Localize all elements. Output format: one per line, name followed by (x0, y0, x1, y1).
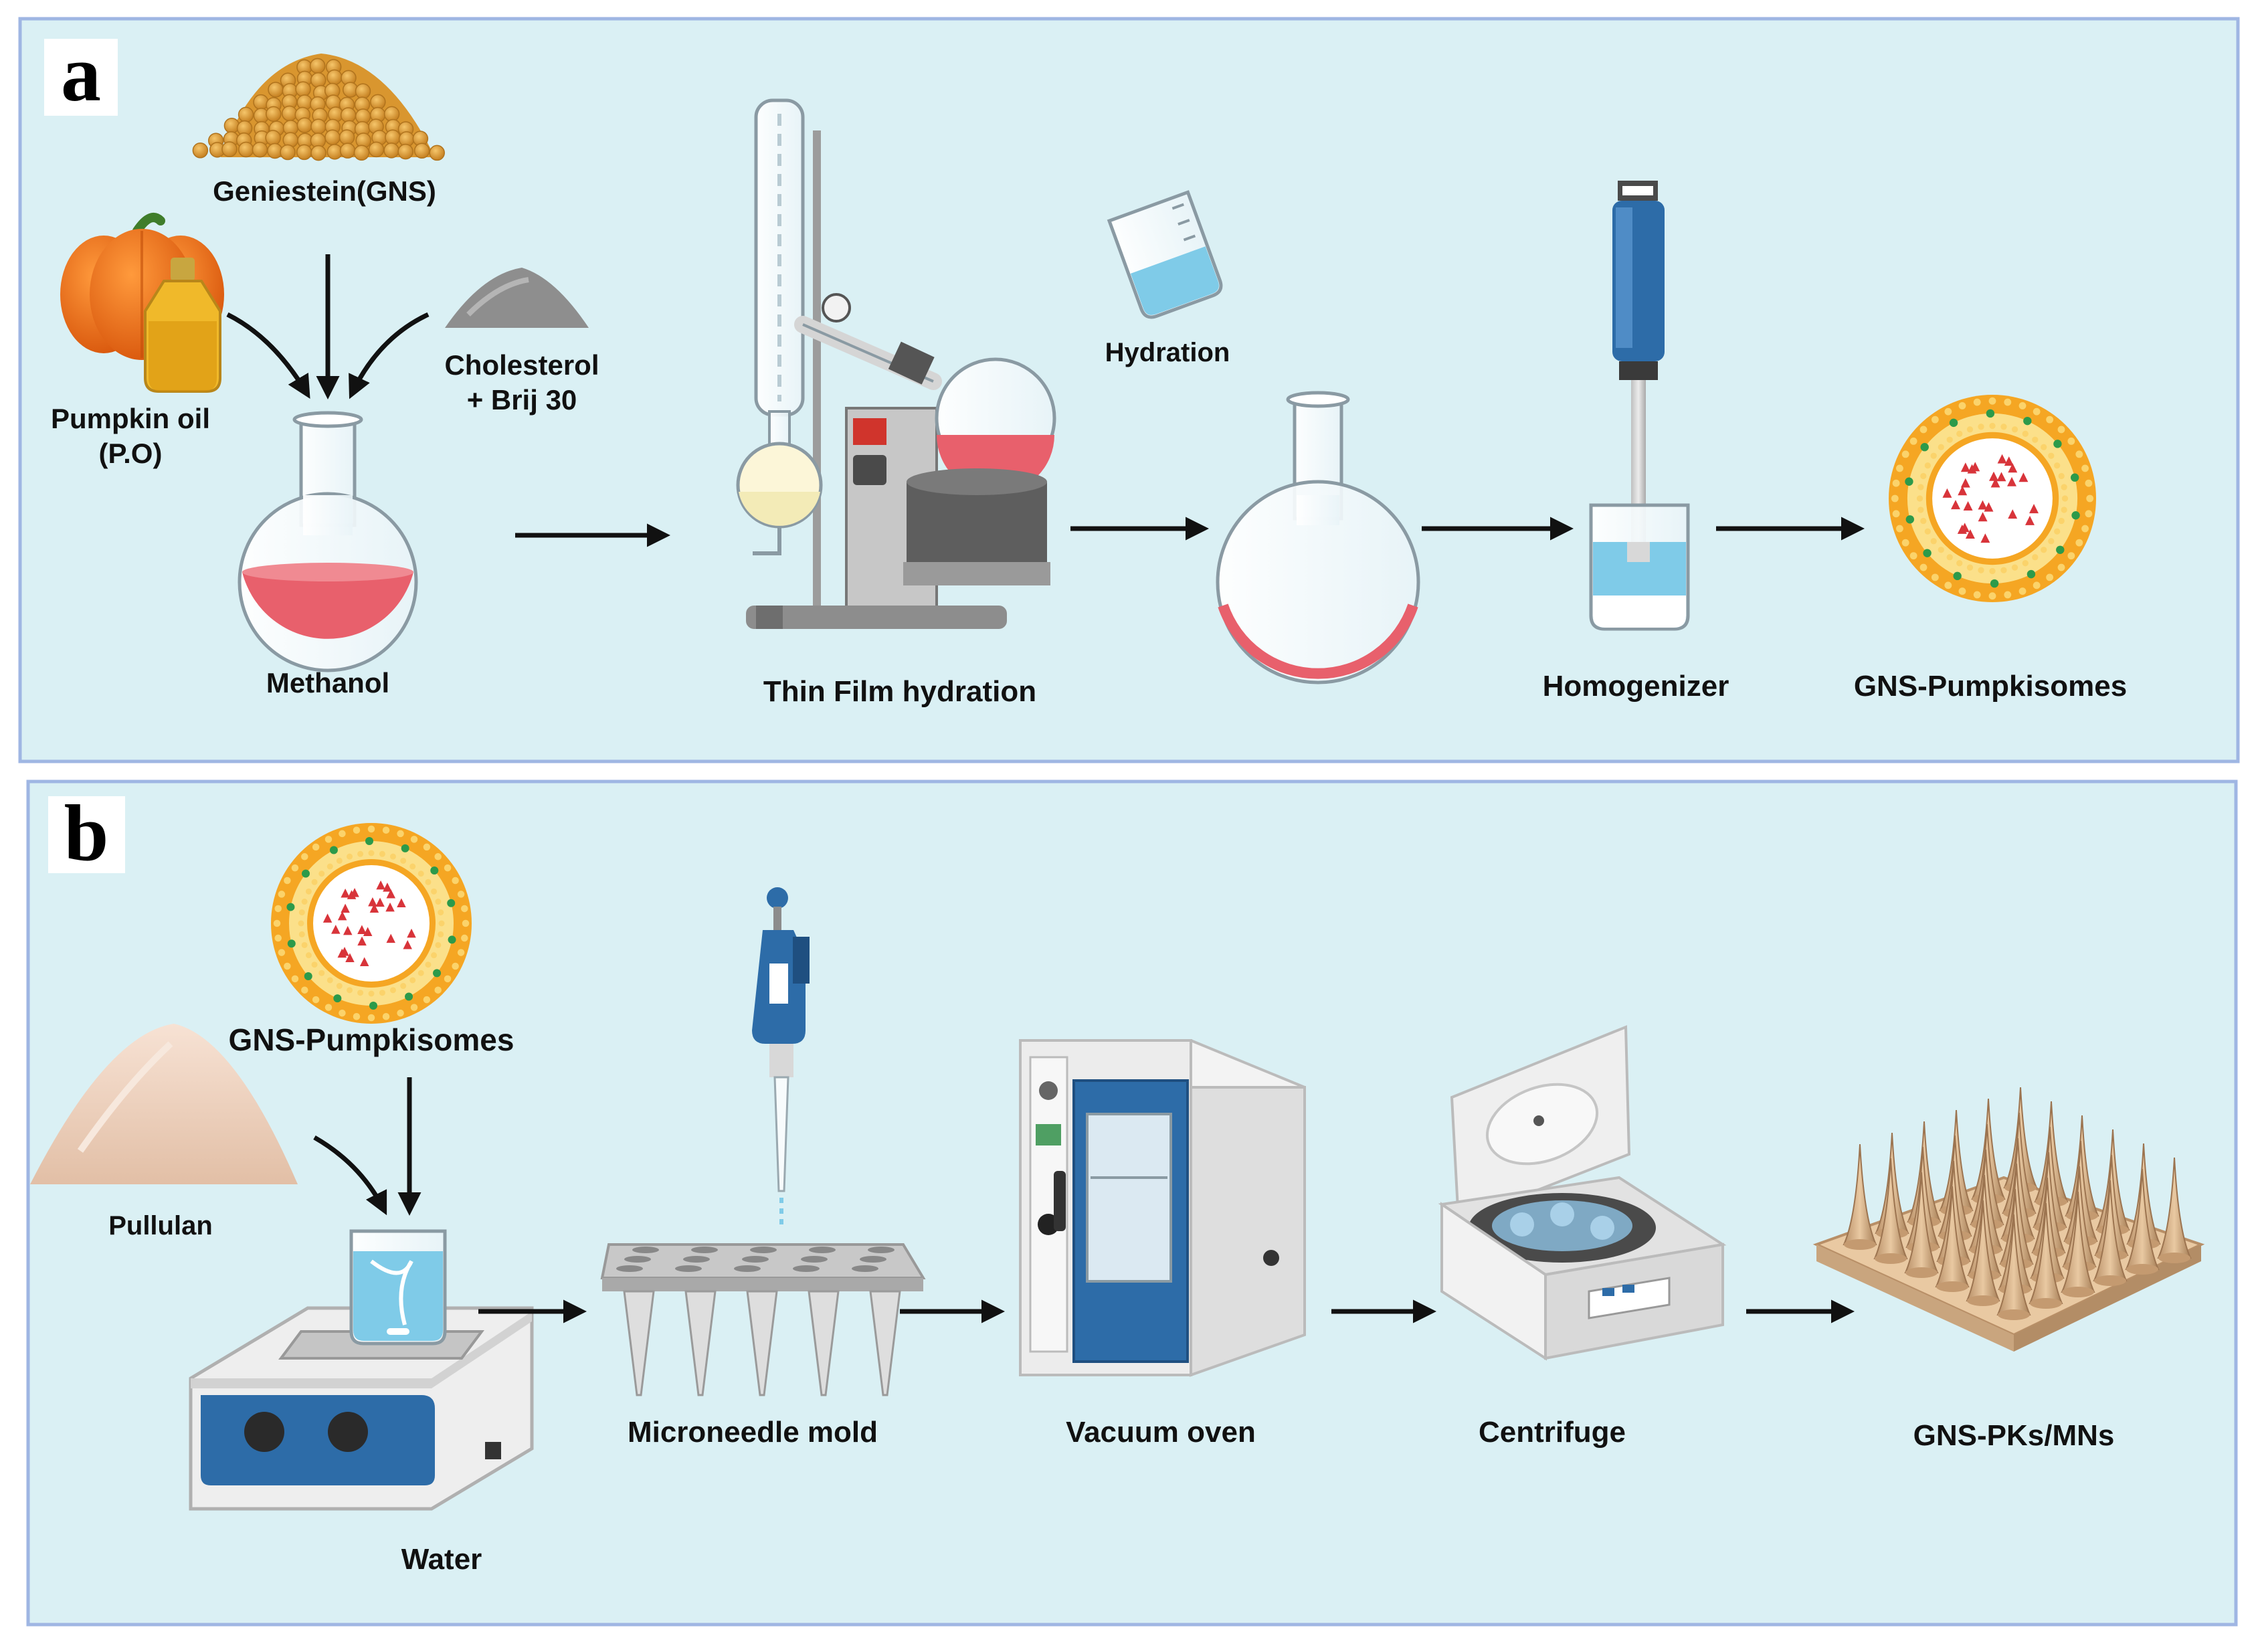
panel-a: a Geniestein(GNS) Pumpkin oil (P.O) C (18, 17, 2240, 763)
soybean-pile-icon (192, 54, 445, 161)
ingredient-arrows-b (313, 1077, 421, 1216)
thin-film-flask-icon (1216, 391, 1420, 684)
panel-b: b GNS-Pumpkisomes Pullulan (26, 779, 2238, 1627)
pumpkisomes-label-b: GNS-Pumpkisomes (229, 1022, 514, 1057)
homogenizer-label: Homogenizer (1543, 670, 1729, 703)
pipette-icon (752, 887, 810, 1224)
pumpkisomes-label-a: GNS-Pumpkisomes (1854, 670, 2127, 703)
powder-pile-icon (445, 268, 589, 328)
beaker-icon (1107, 190, 1223, 319)
panel-a-label-box (44, 39, 118, 116)
methanol-label: Methanol (266, 667, 389, 699)
homogenizer-icon (1589, 181, 1690, 631)
round-bottom-flask-icon (238, 411, 418, 672)
powder-pile-icon (30, 1024, 298, 1184)
genistein-label: Geniestein(GNS) (213, 175, 436, 207)
thin-film-label: Thin Film hydration (763, 675, 1036, 708)
oil-bottle-icon (144, 258, 221, 393)
pullulan-label: Pullulan (108, 1211, 213, 1241)
pumpkisome-vesicle-icon (1889, 395, 2096, 602)
cholesterol-label-line2: + Brij 30 (467, 384, 577, 416)
magnetic-stirrer-icon (189, 1229, 534, 1511)
water-label: Water (401, 1543, 482, 1576)
cholesterol-label-line1: Cholesterol (444, 349, 599, 381)
microneedle-mold-icon (600, 1243, 926, 1396)
oven-label: Vacuum oven (1066, 1416, 1256, 1449)
centrifuge-label: Centrifuge (1479, 1416, 1626, 1449)
vacuum-oven-icon (1019, 1039, 1306, 1377)
centrifuge-icon (1438, 1025, 1727, 1361)
pumpkisome-vesicle-icon (271, 823, 472, 1024)
rotary-evaporator-icon (736, 98, 1056, 629)
panel-a-label: a (61, 29, 101, 118)
product-label: GNS-PKs/MNs (1913, 1419, 2115, 1452)
pumpkin-oil-label-line1: Pumpkin oil (51, 403, 210, 434)
pumpkin-oil-label-line2: (P.O) (99, 438, 163, 469)
panel-b-label: b (64, 788, 109, 877)
microneedle-patch-icon (1812, 1087, 2205, 1352)
hydration-label: Hydration (1105, 338, 1230, 367)
panel-b-label-box (48, 796, 125, 873)
ingredient-arrows (226, 254, 430, 399)
pumpkin-icon (60, 213, 224, 360)
mold-label: Microneedle mold (628, 1416, 878, 1449)
